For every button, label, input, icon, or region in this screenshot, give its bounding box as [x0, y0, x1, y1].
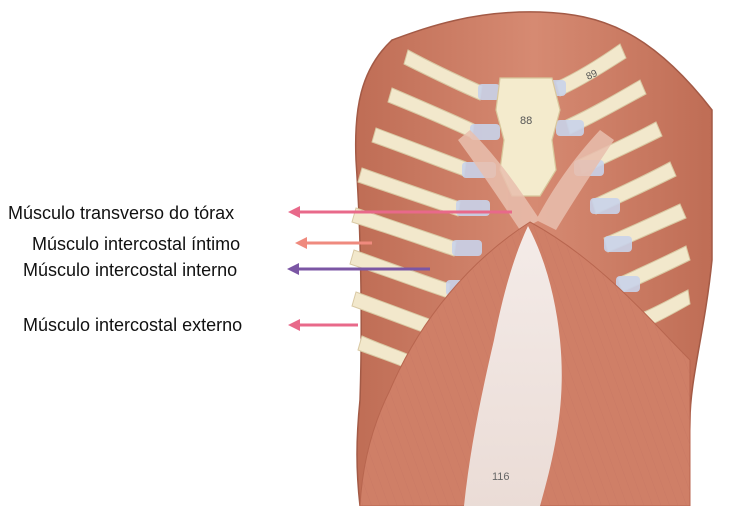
label-intercostal-externo: Músculo intercostal externo — [23, 315, 242, 335]
model-number-abdomen: 116 — [492, 471, 510, 483]
label-intercostal-interno: Músculo intercostal interno — [23, 260, 237, 280]
label-intercostal-intimo: Músculo intercostal íntimo — [32, 234, 240, 254]
label-transverso-do-torax: Músculo transverso do tórax — [8, 203, 234, 223]
arrowhead-intimo — [295, 237, 307, 249]
arrowhead-transverse — [288, 206, 300, 218]
arrowhead-interno — [287, 263, 299, 275]
arrowhead-externo — [288, 319, 300, 331]
model-number-sternum: 88 — [520, 115, 532, 127]
